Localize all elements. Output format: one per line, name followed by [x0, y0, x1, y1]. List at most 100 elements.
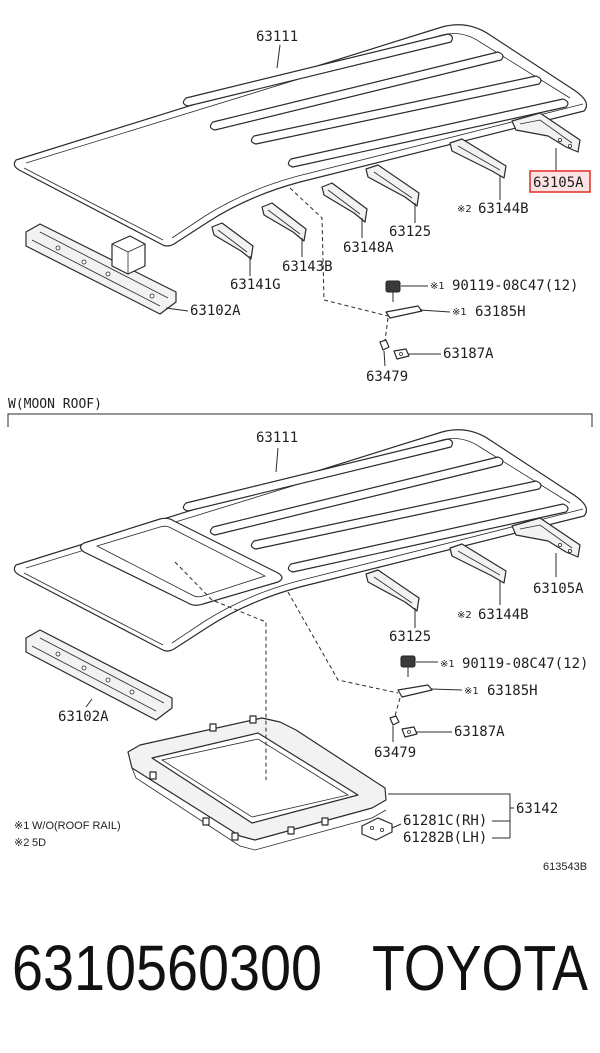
brand-name: TOYOTA — [372, 932, 588, 1004]
roof-groove — [287, 98, 569, 168]
roof-bow-center — [365, 164, 420, 207]
roof-bow-rear — [449, 543, 507, 584]
housing-tab — [202, 817, 210, 826]
label-bow-center: 63125 — [389, 629, 431, 645]
bracket-part — [397, 684, 433, 698]
label-bow-mid: 63148A — [343, 240, 394, 256]
roof-panel — [13, 24, 587, 247]
note-mark: ※1 — [430, 281, 445, 292]
front-header-hole — [105, 677, 111, 683]
label-roof-panel: 63111 — [256, 430, 298, 446]
bolt-head — [400, 655, 416, 668]
assembly-guide-line — [289, 187, 389, 317]
assembly-guide-line — [394, 697, 401, 717]
clip-bracket-hole — [399, 352, 403, 356]
roof-groove — [182, 438, 454, 512]
front-header-groove — [39, 231, 169, 299]
housing-tab — [149, 771, 157, 780]
housing-tab — [287, 826, 295, 835]
roof-bow-center — [365, 569, 420, 612]
drain-hole — [379, 828, 384, 833]
label-bolt: 90119-08C47(12) — [462, 656, 588, 672]
front-header-hole — [81, 665, 87, 671]
label-rear-rail: 63105A — [533, 581, 584, 597]
clip-part — [379, 339, 390, 351]
note-mark: ※2 — [457, 204, 472, 215]
moon-roof-panel-group — [13, 429, 587, 652]
illustration-code: 613543B — [543, 861, 587, 873]
label-clip: 63479 — [366, 369, 408, 385]
sunroof-housing-edge — [131, 767, 387, 851]
leader-line — [388, 793, 511, 838]
highlight-fill — [530, 171, 590, 192]
roof-groove — [250, 75, 542, 145]
roof-bow-rear-detail — [457, 550, 501, 576]
clip-part — [389, 715, 400, 726]
label-rear-rail: 63105A — [533, 175, 584, 191]
label-roof-panel: 63111 — [256, 29, 298, 45]
rear-rail-part — [511, 517, 581, 558]
drain-hole — [369, 826, 374, 831]
housing-tab — [231, 832, 239, 841]
roof-groove — [250, 480, 542, 550]
front-header-hole — [81, 259, 87, 265]
roof-groove — [209, 51, 504, 131]
rear-rail-detail — [519, 119, 573, 144]
rear-rail-hole — [558, 543, 563, 548]
rear-rail-hole — [568, 143, 573, 148]
label-drain-rh: 61281C(RH) — [403, 813, 487, 829]
housing-tab — [209, 723, 217, 732]
leader-line — [85, 698, 93, 708]
roof-side-rim-line — [171, 103, 584, 239]
roof-front-rim-line — [23, 167, 164, 241]
sunroof-housing-opening — [151, 732, 359, 824]
front-header-bracket — [111, 235, 146, 275]
front-header-hole — [55, 651, 61, 657]
roof-panel — [13, 429, 587, 652]
leader-line — [275, 447, 279, 473]
roof-groove — [287, 503, 569, 573]
roof-groove — [182, 33, 454, 107]
leader-line — [165, 307, 189, 312]
rear-rail-part — [511, 112, 581, 153]
front-header-hole — [55, 245, 61, 251]
roof-bow-mid-detail — [327, 189, 361, 215]
label-bolt: 90119-08C47(12) — [452, 278, 578, 294]
label-bow-rear: 63144B — [478, 607, 529, 623]
front-header-groove — [31, 239, 161, 307]
label-sunroof-housing: 63142 — [516, 801, 558, 817]
bottom-diagram: 63111 63105A ※2 63144B 63125 ※1 90119-08… — [13, 429, 588, 873]
label-bow-front: 63141G — [230, 277, 281, 293]
roof-groove — [209, 456, 504, 536]
note-mark: ※1 — [464, 686, 479, 697]
label-front-header: 63102A — [58, 709, 109, 725]
roof-bow-front-detail — [217, 229, 248, 253]
leader-line — [383, 350, 386, 367]
footnote-text: 5D — [32, 837, 46, 849]
top-diagram: 63111 63105A ※2 63144B 63125 63148A 6314… — [13, 24, 591, 385]
label-bow-front-mid: 63143B — [282, 259, 333, 275]
label-clip: 63479 — [374, 745, 416, 761]
front-header-bracket-detail — [111, 243, 146, 274]
roof-front-rim-line — [23, 572, 164, 646]
footnote-text: W/O(ROOF RAIL) — [32, 820, 121, 832]
sunroof-housing-rim — [160, 738, 350, 818]
roof-bow-rear — [449, 138, 507, 179]
footnote-mark: ※1 — [14, 820, 29, 832]
housing-tab — [249, 715, 257, 724]
label-clip-bracket: 63187A — [443, 346, 494, 362]
drain-part — [361, 817, 393, 841]
note-mark: ※1 — [440, 659, 455, 670]
clip-bracket-hole — [407, 730, 411, 734]
sunroof-opening — [79, 517, 283, 606]
part-number: 6310560300 — [12, 932, 322, 1004]
housing-tab — [321, 817, 329, 826]
label-bracket: 63185H — [475, 304, 526, 320]
label-bracket: 63185H — [487, 683, 538, 699]
label-bow-center: 63125 — [389, 224, 431, 240]
assembly-guide-line — [287, 591, 399, 694]
assembly-guide-line — [174, 561, 267, 780]
rear-rail-detail — [519, 524, 573, 549]
roof-bow-center-detail — [373, 171, 413, 199]
label-clip-bracket: 63187A — [454, 724, 505, 740]
